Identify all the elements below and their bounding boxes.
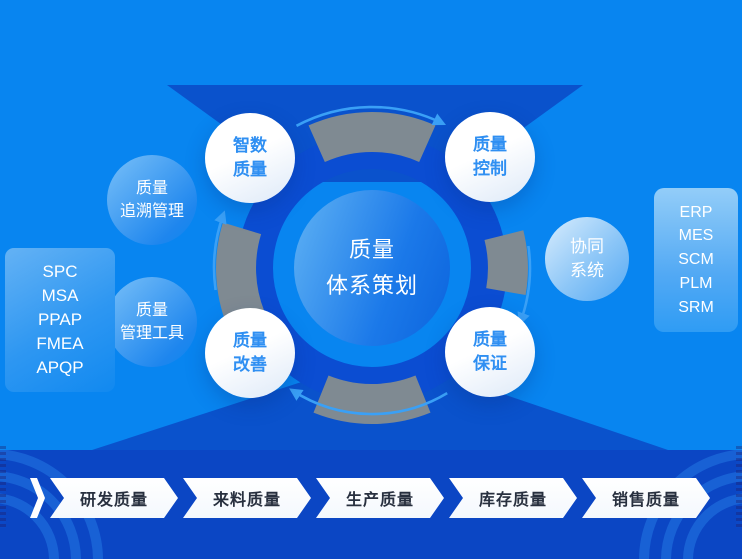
node-quality-improvement: 质量 改善 — [205, 308, 295, 398]
node-quality-traceability-line1: 质量 — [135, 180, 168, 197]
flow-step-incoming-quality-label: 来料质量 — [212, 492, 281, 509]
node-quality-assurance-line1: 质量 — [473, 330, 507, 349]
node-quality-control-line2: 控制 — [473, 159, 507, 178]
node-quality-control-line1: 质量 — [473, 135, 507, 154]
rotation-arrows — [212, 105, 532, 416]
flow-step-rd-quality-label: 研发质量 — [79, 492, 148, 509]
bottom-process-flow: 研发质量 来料质量 生产质量 库存质量 销售质量 — [30, 478, 710, 518]
panel-item-scm: SCM — [678, 251, 714, 269]
flow-step-inventory-quality: 库存质量 — [449, 478, 577, 518]
node-smart-quality-line2: 质量 — [233, 160, 267, 179]
node-quality-assurance: 质量 保证 — [445, 307, 535, 397]
node-collaborative-system: 协同 系统 — [545, 217, 629, 301]
node-quality-control: 质量 控制 — [445, 112, 535, 202]
flow-arrow-top-icon — [295, 105, 447, 127]
flow-step-sales-quality: 销售质量 — [582, 478, 710, 518]
node-quality-improvement-line1: 质量 — [233, 331, 267, 350]
hub-label-line2: 体系策划 — [325, 273, 418, 298]
flow-arrow-bottom-icon — [289, 388, 448, 416]
panel-item-erp: ERP — [679, 203, 713, 221]
node-quality-tools-line1: 质量 — [135, 302, 168, 319]
watermark-strip-left — [0, 446, 6, 528]
panel-item-fmea: FMEA — [36, 334, 84, 353]
flow-step-rd-quality: 研发质量 — [50, 478, 178, 518]
flow-step-production-quality-label: 生产质量 — [345, 492, 414, 509]
node-smart-quality: 智数 质量 — [205, 113, 295, 203]
panel-item-apqp: APQP — [36, 358, 84, 377]
node-quality-tools: 质量 管理工具 — [107, 277, 197, 367]
flow-arrow-right-icon — [517, 245, 532, 326]
flow-step-inventory-quality-label: 库存质量 — [478, 492, 547, 509]
node-quality-traceability-line2: 追溯管理 — [119, 203, 184, 220]
node-quality-tools-line2: 管理工具 — [119, 325, 184, 342]
hub-label-line1: 质量 — [348, 237, 395, 262]
watermark-strip-right — [736, 446, 742, 528]
flow-step-incoming-quality: 来料质量 — [183, 478, 311, 518]
panel-collaborative-systems-list: ERP MES SCM PLM SRM — [654, 188, 738, 332]
flow-arrow-left-icon — [212, 210, 227, 291]
chevron-lead-icon — [30, 478, 45, 518]
node-quality-traceability: 质量 追溯管理 — [107, 155, 197, 245]
panel-item-ppap: PPAP — [37, 310, 83, 329]
node-collaborative-system-line2: 系统 — [570, 261, 604, 280]
node-collaborative-system-line1: 协同 — [570, 237, 604, 256]
node-smart-quality-line1: 智数 — [233, 136, 267, 155]
panel-item-plm: PLM — [679, 274, 713, 292]
panel-item-srm: SRM — [678, 298, 714, 316]
panel-item-msa: MSA — [41, 286, 79, 305]
node-quality-improvement-line2: 改善 — [233, 355, 267, 374]
hub-quality-system-planning: 质量 体系策划 — [294, 190, 450, 346]
panel-quality-tools-list: SPC MSA PPAP FMEA APQP — [5, 248, 115, 392]
flow-step-production-quality: 生产质量 — [316, 478, 444, 518]
flow-step-sales-quality-label: 销售质量 — [611, 492, 680, 509]
panel-item-mes: MES — [678, 227, 714, 245]
node-quality-assurance-line2: 保证 — [473, 354, 507, 373]
panel-item-spc: SPC — [42, 262, 78, 281]
